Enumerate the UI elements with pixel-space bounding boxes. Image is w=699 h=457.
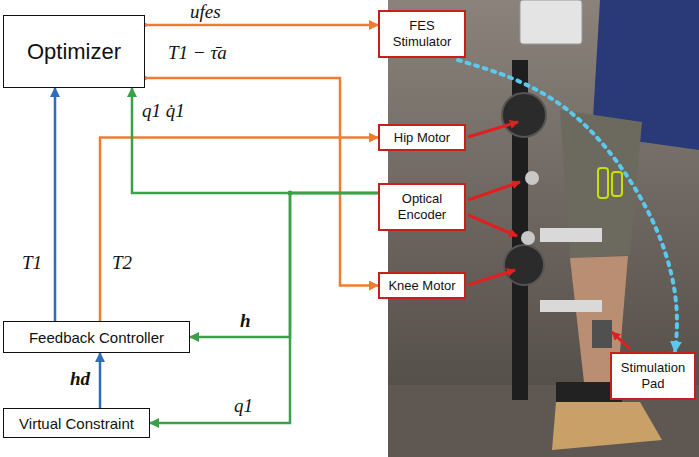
process-box: Feedback Controller <box>3 321 190 353</box>
signal-label: T1 <box>20 252 44 274</box>
signal-arrow <box>132 88 378 193</box>
leader-line <box>468 122 518 137</box>
signal-label: T2 <box>110 252 134 274</box>
node-text: Optimizer <box>27 39 121 65</box>
node-text: Knee Motor <box>388 278 455 294</box>
signal-label: T1 − τ̄a <box>166 42 229 64</box>
encoder-part <box>525 171 539 185</box>
sensor-device <box>598 168 608 198</box>
leader-lines <box>468 122 630 349</box>
sensor-device <box>612 172 622 196</box>
hardware-label: Knee Motor <box>378 272 466 299</box>
hardware-label: Stimulation Pad <box>610 352 696 400</box>
node-text: Stimulation Pad <box>616 360 690 391</box>
signal-arrow <box>100 138 378 322</box>
node-text: FES Stimulator <box>384 18 460 49</box>
signal-label: ufes <box>188 1 223 23</box>
signal-arrow <box>458 60 677 352</box>
hardware-label: Hip Motor <box>378 124 466 151</box>
signal-arrow <box>150 193 378 423</box>
electrode <box>592 320 612 348</box>
signal-arrow <box>145 24 378 27</box>
signal-label: hd <box>68 368 92 390</box>
leader-line <box>468 270 515 285</box>
node-text: Hip Motor <box>394 130 450 146</box>
node-text: Feedback Controller <box>29 329 164 346</box>
stimulator-unit <box>520 0 582 44</box>
node-text: Virtual Constraint <box>19 415 134 432</box>
leader-line <box>612 332 630 349</box>
process-box: Virtual Constraint <box>3 408 150 438</box>
hardware-label: FES Stimulator <box>378 10 466 58</box>
leader-line <box>468 215 517 236</box>
signal-label: q1 <box>232 395 255 417</box>
signal-arrow <box>190 193 378 337</box>
signal-label: h <box>238 310 253 332</box>
process-box: Optimizer <box>3 15 145 88</box>
hardware-label: Optical Encoder <box>378 183 466 231</box>
node-text: Optical Encoder <box>384 191 460 222</box>
knee-motor-part <box>504 245 544 285</box>
signal-arrow <box>99 353 102 408</box>
shin-strap <box>540 300 602 312</box>
signal-label: q1 q̇1 <box>140 100 187 122</box>
knee-strap <box>540 228 602 242</box>
hip-motor-part <box>502 93 546 137</box>
encoder-part <box>521 231 535 245</box>
shoe <box>552 402 662 450</box>
signal-arrow <box>54 88 57 321</box>
leader-line <box>468 182 520 200</box>
